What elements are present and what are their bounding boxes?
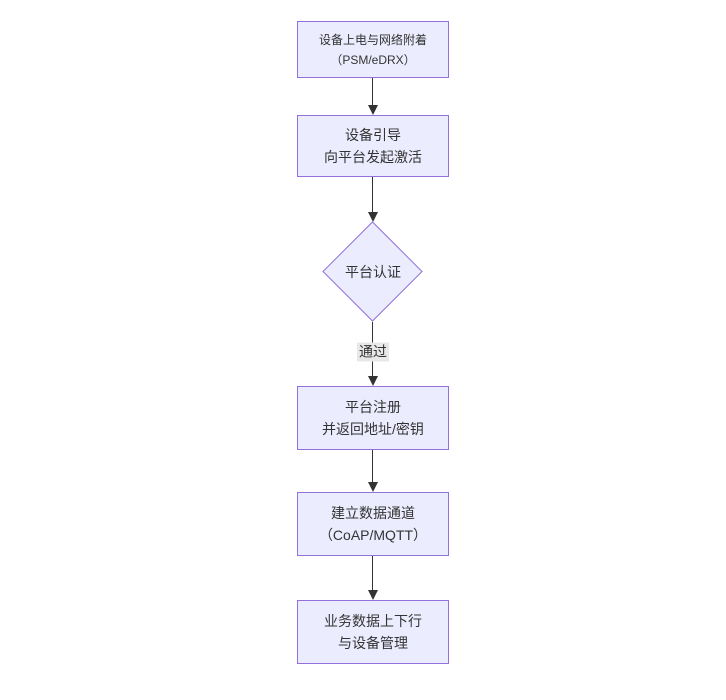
flow-node-data-channel: 建立数据通道 （CoAP/MQTT） [297, 492, 449, 556]
flow-node-business-data: 业务数据上下行 与设备管理 [297, 600, 449, 664]
node-text-line: 设备上电与网络附着 [318, 32, 427, 47]
arrowhead-icon [368, 105, 378, 115]
flow-node-power-network-attach: 设备上电与网络附着 （PSM/eDRX） [297, 21, 449, 78]
node-text-line: 平台注册 [345, 399, 401, 415]
node-text-line: 并返回地址/密钥 [322, 421, 424, 437]
node-text-line: （PSM/eDRX） [330, 52, 416, 67]
node-text-line: 建立数据通道 [331, 505, 415, 521]
arrowhead-icon [368, 482, 378, 492]
arrowhead-icon [368, 376, 378, 386]
node-text-line: （CoAP/MQTT） [318, 527, 428, 543]
flow-node-platform-register: 平台注册 并返回地址/密钥 [297, 386, 449, 450]
arrowhead-icon [368, 212, 378, 222]
arrowhead-icon [368, 590, 378, 600]
decision-label: 平台认证 [345, 264, 401, 280]
node-text-line: 设备引导 [345, 127, 401, 143]
edge-line-a-b [372, 78, 373, 105]
node-text-line: 与设备管理 [338, 635, 408, 651]
node-text-line: 业务数据上下行 [324, 613, 422, 629]
node-text-line: 向平台发起激活 [324, 149, 422, 165]
edge-label-pass: 通过 [357, 342, 389, 362]
edge-line-b-c [372, 177, 373, 212]
edge-line-e-f [372, 556, 373, 590]
edge-line-d-e [372, 450, 373, 482]
flow-node-device-bootstrap: 设备引导 向平台发起激活 [297, 115, 449, 177]
